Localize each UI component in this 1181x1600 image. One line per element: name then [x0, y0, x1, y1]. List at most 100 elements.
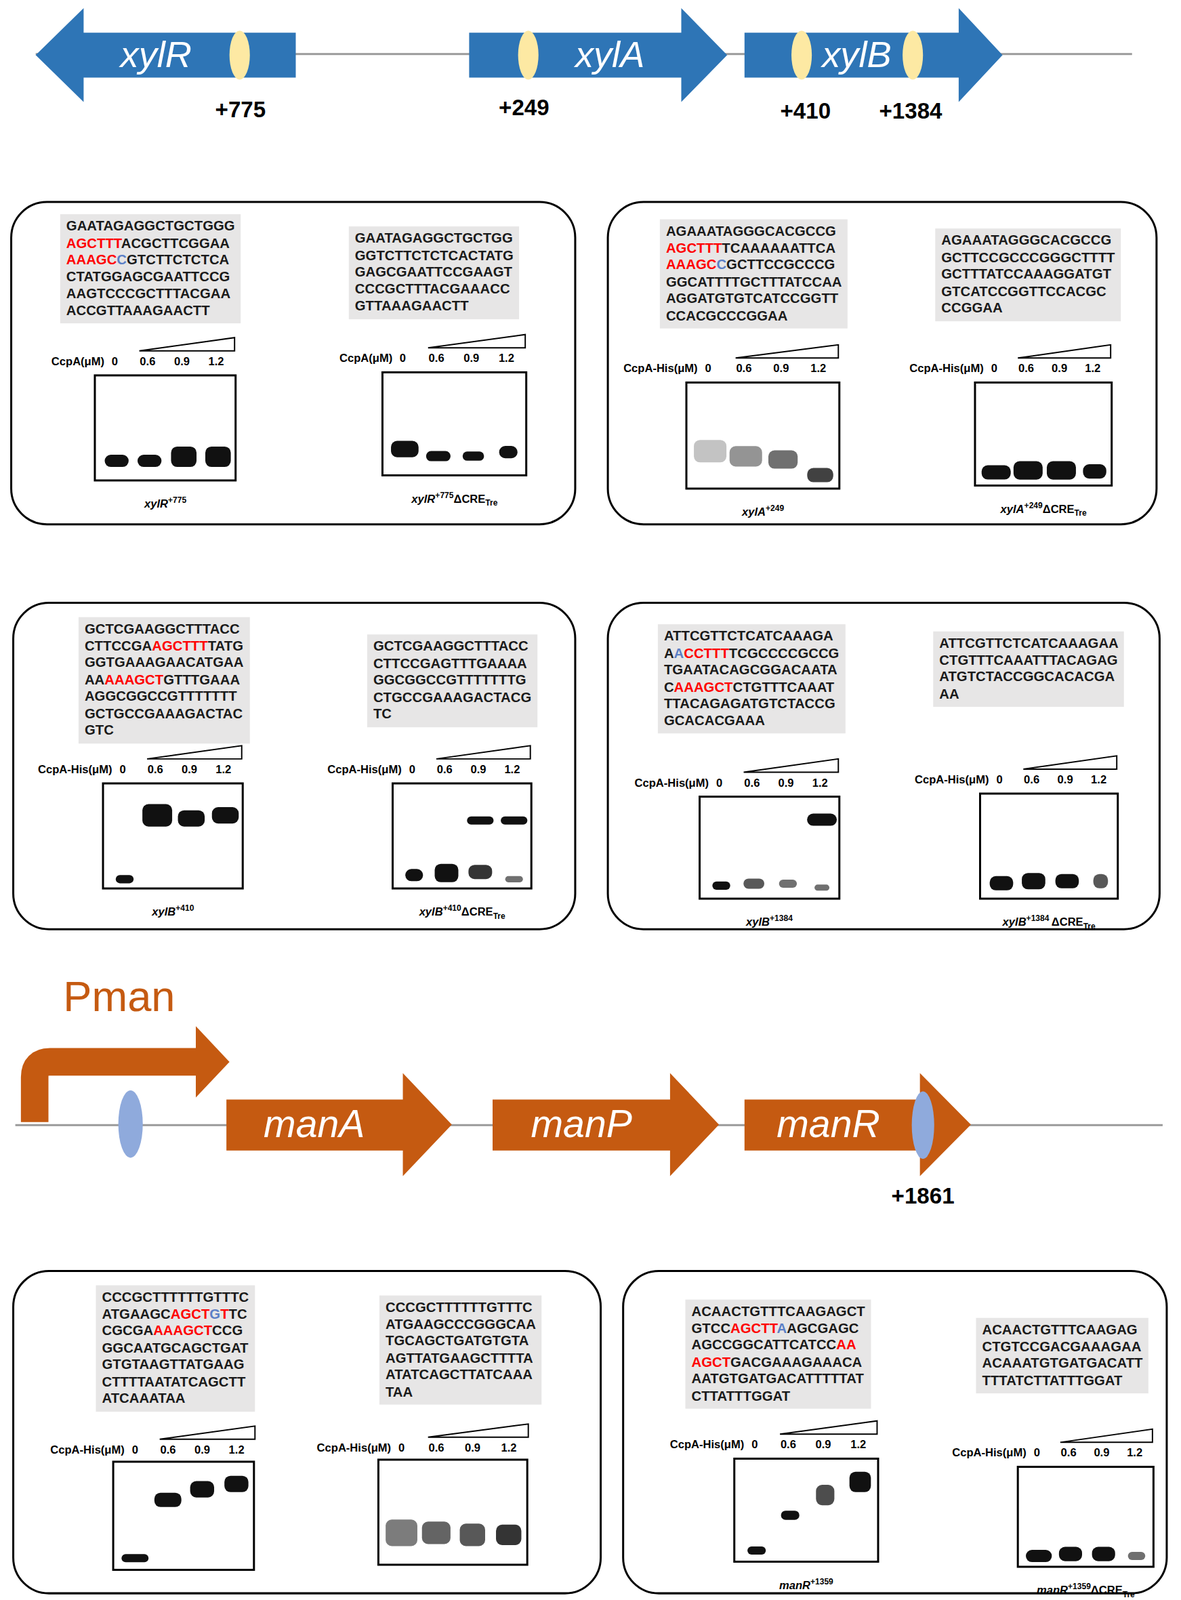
lane-value: 0 [1033, 1445, 1041, 1460]
gene-name: manA [263, 1103, 365, 1146]
concentration-label: CcpA-His(μM) [37, 762, 112, 777]
position-label: +1384 [878, 97, 942, 124]
gene-italic: manR [779, 1578, 811, 1591]
gel-bands [981, 794, 1117, 898]
gel-box: xylR+775ΔCRETre [381, 371, 528, 477]
gel-caption: manR+1359ΔCRETre [1036, 1580, 1135, 1600]
lane-value: 0.6 [743, 775, 760, 790]
gene-arrow: manA [226, 1072, 452, 1176]
arrow-body [744, 1072, 971, 1176]
gel-band [743, 878, 765, 889]
gel-caption: xylA+249 [741, 502, 784, 520]
lane-value: 0.9 [463, 351, 480, 366]
concentration-wedge [159, 1425, 256, 1440]
gel-box: xylB+410 [102, 781, 244, 889]
concentration-label: CcpA-His(μM) [317, 1441, 391, 1455]
gel-bands [95, 376, 235, 480]
gel-band [405, 868, 423, 881]
gene-arrow: xylR [35, 8, 297, 102]
cre-motif: AGCT [170, 1305, 211, 1322]
lane-value: 0.6 [735, 361, 752, 376]
promoter-arrow [34, 1061, 202, 1123]
sequence-box: ACAACTGTTTCAAGAG CTGTCCGACGAAAGAA ACAAAT… [975, 1317, 1149, 1394]
lane-value: 1.2 [1126, 1445, 1143, 1460]
sequence-text: GCTCGAAGGCTTTACC CTTCCGAGTTTGAAAA GGCGGC… [373, 638, 532, 723]
gel-box: xylB+1384 ΔCRETre [979, 792, 1119, 900]
cre-motif: AGCTTT [66, 235, 122, 251]
position-superscript: +775 [434, 490, 454, 501]
gene-italic: xylB [1002, 915, 1027, 928]
deletion-mark: ΔCRE [453, 491, 486, 505]
gel-band [806, 813, 837, 826]
gel-band [747, 1546, 766, 1555]
cre-motif: CCTTT [683, 645, 730, 661]
gel-box: xylB+410ΔCRETre [391, 781, 533, 889]
gel-bands [975, 383, 1111, 485]
cre-subscript: Tre [1074, 508, 1087, 519]
concentration-wedge [436, 745, 531, 759]
gel-image [377, 1458, 529, 1566]
sequence-box: ACAACTGTTTCAAGAGCT GTCCAGCTTAAGCGAGC AGC… [685, 1299, 871, 1409]
gel-band [505, 876, 524, 883]
position-superscript: +1359 [810, 1576, 834, 1587]
gel-band [1021, 872, 1046, 889]
gel-box: xylR+775 [93, 374, 237, 482]
cre-motif: G [209, 1305, 221, 1322]
gene-arrow: manP [492, 1072, 719, 1176]
concentration-label: CcpA-His(μM) [909, 361, 984, 376]
lane-value: 0.6 [1018, 361, 1034, 376]
cre-site-marker [518, 30, 539, 80]
concentration-wedge [428, 334, 526, 349]
cre-motif: AA [836, 1336, 856, 1353]
gel-band [1128, 1551, 1146, 1560]
arrow-body [35, 8, 297, 102]
gel-band [693, 439, 727, 463]
arrow-body [226, 1072, 452, 1176]
gel-caption: xylB+1384 [746, 912, 793, 929]
gel-band [495, 1524, 522, 1545]
concentration-wedge [428, 1423, 529, 1438]
promoter-label: Pman [63, 972, 175, 1020]
cre-motif: AAAGCT [153, 1322, 213, 1339]
lane-value: 1.2 [1090, 773, 1107, 787]
gel-band [1092, 1546, 1116, 1562]
gel-image [112, 1460, 256, 1571]
gel-band [142, 804, 173, 827]
gel-band [137, 454, 162, 467]
gel-caption: xylA+249ΔCRETre [1000, 498, 1087, 522]
gel-band [115, 874, 134, 883]
position-superscript: +1384 [1026, 914, 1052, 924]
lane-value: 1.2 [850, 1437, 866, 1452]
sequence-box: GCTCGAAGGCTTTACC CTTCCGAGTTTGAAAA GGCGGC… [367, 634, 538, 727]
sequence-text: ACAACTGTTTCAAGAG CTGTCCGACGAAAGAA ACAAAT… [982, 1321, 1144, 1390]
gel-band [104, 454, 129, 467]
gel-band [768, 449, 798, 469]
position-label: +1861 [891, 1183, 955, 1210]
gel-band [981, 465, 1011, 480]
sequence-text: AGAAATAGGGCACGCCG GCTTCCGCCCGGGCTTTT GCT… [941, 232, 1115, 317]
cre-subscript: Tre [1122, 1589, 1135, 1600]
cre-motif: AAAGCT [104, 671, 164, 688]
cre-site-marker [118, 1090, 143, 1158]
sequence-box: AGAAATAGGGCACGCCG AGCTTTTCAAAAAATTCA AAA… [659, 219, 848, 329]
lane-value: 1.2 [500, 1441, 517, 1455]
lane-value: 0.9 [1057, 773, 1074, 787]
sequence-box: AGAAATAGGGCACGCCG GCTTCCGCCCGGGCTTTT GCT… [935, 228, 1121, 321]
gene-name: manP [530, 1103, 632, 1146]
cre-motif: AAAGCT [674, 678, 734, 695]
lane-value: 0 [409, 762, 416, 777]
gene-arrow: manR [744, 1072, 971, 1176]
gel-bands [687, 383, 839, 488]
gene-italic: manR [1036, 1583, 1068, 1596]
gene-name: xylA [575, 34, 645, 76]
sequence-text: CCCGCTTTTTTGTTTC ATGAAGCAGCTGTTC CGCGAAA… [102, 1289, 250, 1408]
gel-band [460, 1523, 486, 1546]
sequence-box: GAATAGAGGCTGCTGG GGTCTTCTCTCACTATG GAGCG… [348, 226, 520, 319]
gel-box: xylB+1384 [698, 795, 841, 900]
arrow-body [492, 1072, 719, 1176]
promoter-arrowhead [195, 1025, 230, 1097]
cre-motif: A [777, 1319, 788, 1336]
cre-motif: AAAGC [66, 252, 118, 268]
gel-caption: xylB+410 [151, 901, 194, 919]
